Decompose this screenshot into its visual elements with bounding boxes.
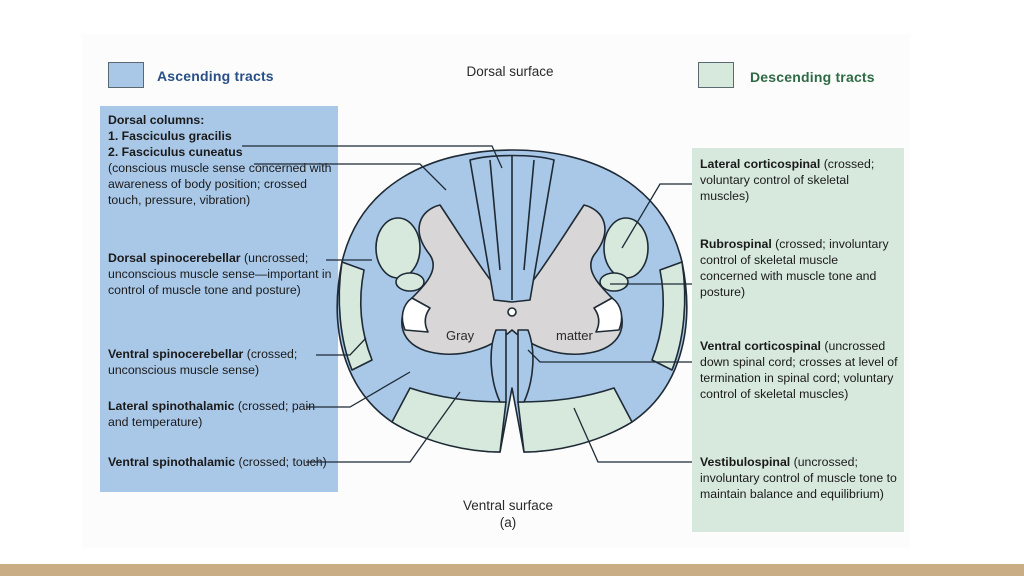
lateral-corticospinal-name: Lateral corticospinal (700, 157, 821, 171)
ventral-descending-band (391, 387, 507, 453)
ventral-fissure-left (490, 329, 507, 403)
vestibulospinal-description: (uncrossed; involuntary control of muscl… (700, 455, 897, 501)
right-rubrospinal-oval (599, 272, 629, 292)
gray-matter-rim-right (593, 297, 623, 333)
leader-lateral-corticospinal (621, 183, 692, 249)
dorsal-spinocerebellar-entry: Dorsal spinocerebellar (uncrossed; uncon… (108, 250, 332, 298)
ventral-surface-label: Ventral surface (462, 498, 554, 513)
leader-fasciculus-gracilis (242, 145, 503, 169)
leader-ventral-spinothalamic (306, 391, 461, 463)
dorsal-columns-description: (conscious muscle sense concerned with a… (108, 161, 332, 207)
ventral-descending-band-right (517, 387, 633, 453)
vestibulospinal-entry: Vestibulospinal (uncrossed; involuntary … (700, 454, 898, 502)
leader-lateral-spinothalamic (306, 371, 411, 408)
dorsal-columns-heading: Dorsal columns: (108, 113, 205, 127)
ventral-corticospinal-entry: Ventral corticospinal (uncrossed down sp… (700, 338, 898, 402)
lateral-spinothalamic-name: Lateral spinothalamic (108, 399, 235, 413)
left-lateral-descending-band (338, 261, 373, 371)
gray-matter-shape (401, 204, 623, 356)
ventral-spinothalamic-entry: Ventral spinothalamic (crossed; touch) (108, 454, 332, 470)
lateral-spinothalamic-entry: Lateral spinothalamic (crossed; pain and… (108, 398, 332, 430)
ventral-fissure-right (517, 329, 534, 403)
matter-label: matter (556, 328, 594, 343)
dorsal-spinocerebellar-name: Dorsal spinocerebellar (108, 251, 241, 265)
rubrospinal-name: Rubrospinal (700, 237, 772, 251)
gray-label: Gray (446, 328, 475, 343)
leader-fasciculus-cuneatus (254, 163, 447, 191)
leader-ventral-spinocerebellar (316, 337, 367, 356)
lateral-corticospinal-description: (crossed; voluntary control of skeletal … (700, 157, 875, 203)
ventral-corticospinal-description: (uncrossed down spinal cord; crosses at … (700, 339, 898, 401)
gray-matter-rim (401, 297, 431, 333)
ascending-tracts-panel: Dorsal columns: 1. Fasciculus gracilis 2… (100, 106, 338, 492)
ventral-corticospinal-name: Ventral corticospinal (700, 339, 821, 353)
figure-letter: (a) (499, 515, 517, 530)
lateral-spinothalamic-description: (crossed; pain and temperature) (108, 399, 316, 429)
ventral-spinothalamic-name: Ventral spinothalamic (108, 455, 236, 469)
left-lateral-corticospinal-oval (375, 217, 421, 279)
right-lateral-descending-band (651, 261, 686, 371)
ascending-legend-swatch (108, 62, 144, 88)
rubrospinal-description: (crossed; involuntary control of skeleta… (700, 237, 889, 299)
dorsal-column-divider-left (489, 159, 501, 271)
left-rubrospinal-oval (395, 272, 425, 292)
dorsal-surface-label: Dorsal surface (466, 64, 554, 79)
leader-vestibulospinal (573, 407, 692, 463)
rubrospinal-entry: Rubrospinal (crossed; involuntary contro… (700, 236, 898, 300)
bottom-accent-bar (0, 564, 1024, 576)
ventral-spinothalamic-description: (crossed; touch) (235, 455, 327, 469)
descending-tracts-panel: Lateral corticospinal (crossed; voluntar… (692, 148, 904, 532)
descending-legend-swatch (698, 62, 734, 88)
central-canal (507, 307, 517, 317)
descending-legend-label: Descending tracts (750, 69, 875, 85)
ascending-legend-label: Ascending tracts (157, 68, 274, 84)
right-lateral-corticospinal-oval (603, 217, 649, 279)
dorsal-spinocerebellar-description: (uncrossed; unconscious muscle sense—imp… (108, 251, 332, 297)
dorsal-column-divider-right (523, 159, 535, 271)
ventral-spinocerebellar-description: (crossed; unconscious muscle sense) (108, 347, 298, 377)
dorsal-columns-entry: Dorsal columns: 1. Fasciculus gracilis 2… (108, 112, 332, 208)
lateral-corticospinal-entry: Lateral corticospinal (crossed; voluntar… (700, 156, 898, 204)
ventral-spinocerebellar-entry: Ventral spinocerebellar (crossed; uncons… (108, 346, 332, 378)
vestibulospinal-name: Vestibulospinal (700, 455, 791, 469)
leader-ventral-corticospinal (527, 349, 692, 363)
fasciculus-cuneatus-label: 2. Fasciculus cuneatus (108, 145, 243, 159)
ventral-spinocerebellar-name: Ventral spinocerebellar (108, 347, 244, 361)
fasciculus-gracilis-label: 1. Fasciculus gracilis (108, 129, 232, 143)
